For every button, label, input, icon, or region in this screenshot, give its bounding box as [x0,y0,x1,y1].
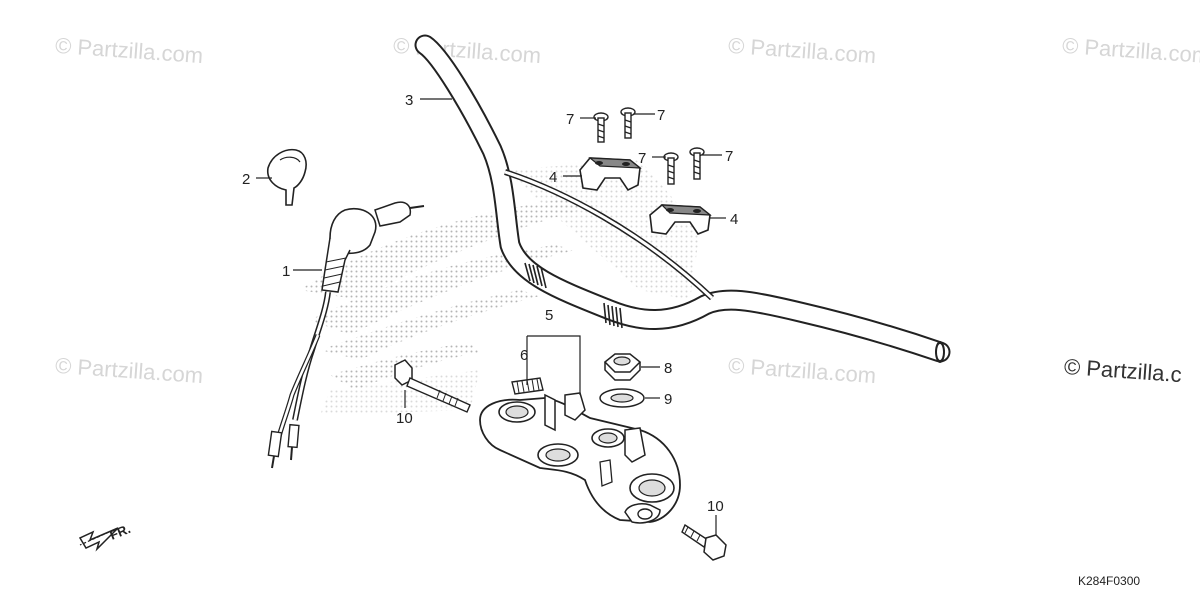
callout-number: 9 [664,391,672,408]
bolt [663,152,679,185]
front-direction-arrow: FR. [78,521,133,552]
callout-number: 7 [657,107,665,124]
upper-holder [579,157,642,192]
key [266,148,307,206]
upper-holder [649,204,712,235]
diagram-code: K284F0300 [1078,574,1141,588]
callout-number: 5 [545,307,553,324]
callout-number: 8 [664,360,672,377]
top-bridge [479,392,681,524]
callout-number: 7 [566,111,574,128]
callout-number: 2 [242,171,250,188]
callout-number: 3 [405,92,413,109]
callout-number: 10 [707,498,724,515]
long-bolt [681,523,727,561]
callout-number: 6 [520,347,528,364]
long-bolt [394,359,471,413]
washer [599,388,645,408]
bolt [593,112,609,143]
direction-label: FR. [108,521,133,543]
bolt [620,107,636,139]
callout-number: 7 [725,148,733,165]
callout-number: 4 [730,211,738,228]
bolt [689,147,705,180]
handlebar [414,34,951,363]
wing-logo-shade [300,160,700,415]
callout-number: 7 [638,150,646,167]
callout-number: 1 [282,263,290,280]
rubber-bushing [511,377,544,395]
callout-number: 10 [396,410,413,427]
leader-lines [256,98,726,535]
ignition-switch [267,201,425,469]
nut [603,353,642,381]
callout-number: 4 [549,169,557,186]
